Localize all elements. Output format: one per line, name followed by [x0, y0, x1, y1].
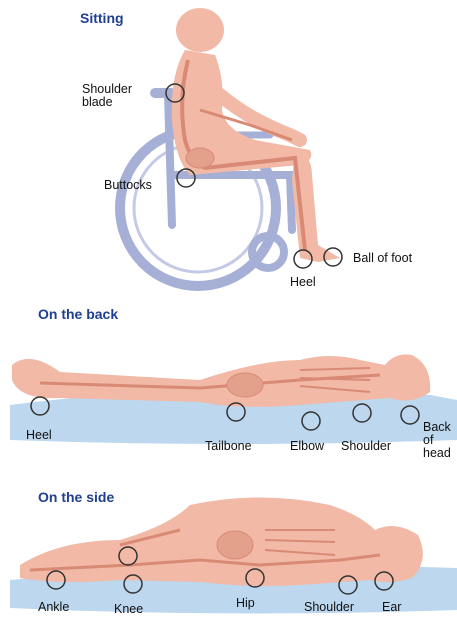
- label-ankle: Ankle: [38, 601, 69, 614]
- side-figure: [10, 498, 457, 614]
- label-ear: Ear: [382, 601, 401, 614]
- wheelchair-figure: [120, 8, 342, 286]
- section-title-side: On the side: [38, 489, 114, 505]
- label-hip: Hip: [236, 597, 255, 610]
- label-buttocks: Buttocks: [104, 179, 152, 192]
- label-shoulder-blade: Shoulder blade: [82, 83, 132, 109]
- section-title-sitting: Sitting: [80, 10, 124, 26]
- label-shoulder-back: Shoulder: [341, 440, 391, 453]
- label-elbow: Elbow: [290, 440, 324, 453]
- label-knee: Knee: [114, 603, 143, 616]
- label-back-of-head: Back of head: [423, 421, 451, 460]
- label-shoulder-side: Shoulder: [304, 601, 354, 614]
- section-title-back: On the back: [38, 306, 118, 322]
- label-heel-back: Heel: [26, 429, 52, 442]
- wheelchair-handle: [150, 88, 176, 98]
- head: [176, 8, 224, 52]
- label-ball-of-foot: Ball of foot: [353, 252, 412, 265]
- label-heel-sitting: Heel: [290, 276, 316, 289]
- label-tailbone: Tailbone: [205, 440, 252, 453]
- back-figure: [10, 354, 457, 444]
